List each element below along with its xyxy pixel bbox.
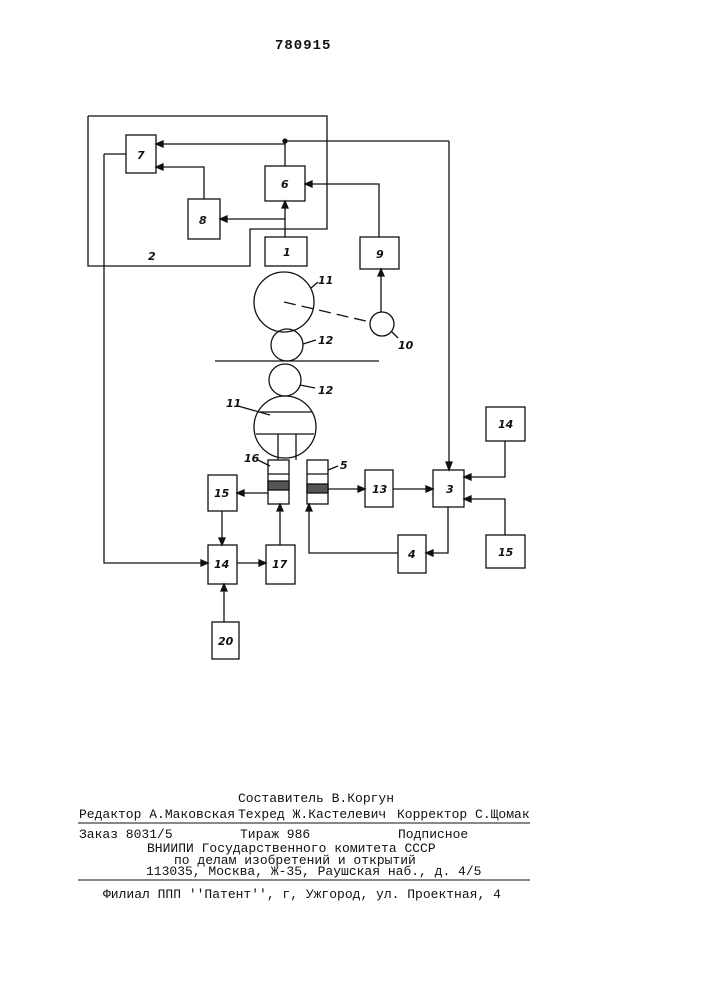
circulation-line: Тираж 986 [240,827,310,842]
address-line: 113035, Москва, Ж-35, Раушская наб., д. … [146,864,481,879]
order-line: Заказ 8031/5 [79,827,173,842]
subscription-line: Подписное [398,827,468,842]
branch-line: Филиал ППП ''Патент'', г, Ужгород, ул. П… [103,887,501,902]
